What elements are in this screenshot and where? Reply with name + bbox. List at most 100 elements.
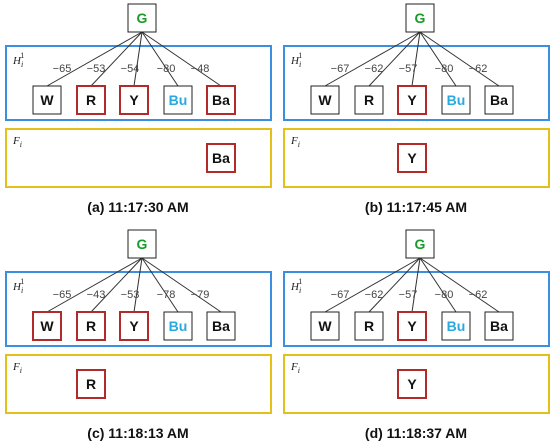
root-node bbox=[405, 229, 435, 259]
edge-r bbox=[368, 257, 421, 313]
root-node-label: G bbox=[415, 10, 426, 26]
h-superscript: 1 bbox=[20, 51, 24, 60]
edge-weight-label: −62 bbox=[469, 289, 488, 301]
h-set-box bbox=[5, 45, 272, 121]
f-set-box bbox=[283, 128, 550, 188]
node-label: W bbox=[318, 318, 332, 334]
node-w bbox=[310, 85, 340, 115]
edge-r bbox=[90, 31, 143, 87]
node-label: Y bbox=[407, 318, 417, 334]
root-node bbox=[405, 3, 435, 33]
node-label: Ba bbox=[212, 92, 230, 108]
node-r bbox=[354, 85, 384, 115]
edge-r bbox=[90, 257, 143, 313]
h-superscript: 1 bbox=[298, 51, 302, 60]
node-ba bbox=[484, 311, 514, 341]
node-w bbox=[32, 85, 62, 115]
f-symbol: F bbox=[12, 135, 20, 147]
node-bu bbox=[441, 85, 471, 115]
node-bu bbox=[163, 85, 193, 115]
h-subscript: i bbox=[21, 286, 23, 295]
f-set-label: Fi bbox=[12, 361, 22, 375]
node-ba bbox=[206, 311, 236, 341]
node-label: Bu bbox=[447, 318, 466, 334]
f-set-box bbox=[5, 128, 272, 188]
edge-bu bbox=[141, 31, 179, 87]
h-symbol: H bbox=[290, 55, 300, 67]
edge-ba bbox=[141, 257, 222, 313]
edge-bu bbox=[419, 31, 457, 87]
edge-w bbox=[46, 31, 143, 87]
edge-weight-label: −65 bbox=[53, 289, 72, 301]
node-label: Bu bbox=[169, 318, 188, 334]
edge-y bbox=[133, 257, 143, 313]
edge-weight-label: −62 bbox=[469, 63, 488, 75]
h-subscript: i bbox=[21, 60, 23, 69]
edge-y bbox=[411, 31, 421, 87]
edge-bu bbox=[419, 257, 457, 313]
f-subscript: i bbox=[298, 140, 300, 149]
h-symbol: H bbox=[290, 281, 300, 293]
f-selected-node bbox=[76, 369, 106, 399]
h-set-label: Hi1 bbox=[12, 277, 24, 295]
f-subscript: i bbox=[20, 140, 22, 149]
edge-y bbox=[411, 257, 421, 313]
edge-weight-label: −80 bbox=[435, 289, 454, 301]
edge-r bbox=[368, 31, 421, 87]
f-set-label: Fi bbox=[290, 135, 300, 149]
node-label: R bbox=[364, 318, 374, 334]
h-set-label: Hi1 bbox=[290, 277, 302, 295]
node-label: Y bbox=[129, 318, 139, 334]
node-ba bbox=[484, 85, 514, 115]
root-node-label: G bbox=[137, 10, 148, 26]
h-superscript: 1 bbox=[20, 277, 24, 286]
h-set-label: Hi1 bbox=[12, 51, 24, 69]
f-symbol: F bbox=[12, 361, 20, 373]
node-y bbox=[397, 311, 427, 341]
f-selected-node bbox=[397, 143, 427, 173]
root-node-label: G bbox=[137, 236, 148, 252]
node-bu bbox=[163, 311, 193, 341]
node-w bbox=[32, 311, 62, 341]
node-label: Ba bbox=[490, 318, 508, 334]
edge-ba bbox=[419, 257, 500, 313]
edge-ba bbox=[419, 31, 500, 87]
f-symbol: F bbox=[290, 135, 298, 147]
edge-weight-label: −57 bbox=[399, 63, 418, 75]
edge-weight-label: −48 bbox=[191, 63, 210, 75]
h-symbol: H bbox=[12, 281, 22, 293]
edge-weight-label: −57 bbox=[399, 289, 418, 301]
node-r bbox=[76, 311, 106, 341]
edge-weight-label: −43 bbox=[87, 289, 106, 301]
h-subscript: i bbox=[299, 60, 301, 69]
edge-weight-label: −67 bbox=[331, 63, 350, 75]
node-label: Y bbox=[129, 92, 139, 108]
f-subscript: i bbox=[298, 366, 300, 375]
h-set-box bbox=[283, 271, 550, 347]
f-selected-node-label: Ba bbox=[212, 150, 230, 166]
h-set-box bbox=[5, 271, 272, 347]
edge-ba bbox=[141, 31, 222, 87]
root-node-label: G bbox=[415, 236, 426, 252]
edge-w bbox=[324, 31, 421, 87]
f-set-box bbox=[5, 354, 272, 414]
f-set-label: Fi bbox=[12, 135, 22, 149]
node-w bbox=[310, 311, 340, 341]
f-selected-node bbox=[206, 143, 236, 173]
f-selected-node-label: Y bbox=[407, 376, 417, 392]
node-r bbox=[76, 85, 106, 115]
node-y bbox=[119, 311, 149, 341]
node-label: Y bbox=[407, 92, 417, 108]
edge-weight-label: −53 bbox=[87, 63, 106, 75]
edge-weight-label: −79 bbox=[191, 289, 210, 301]
edge-w bbox=[46, 257, 143, 313]
f-selected-node-label: Y bbox=[407, 150, 417, 166]
root-node bbox=[127, 3, 157, 33]
edge-weight-label: −62 bbox=[365, 289, 384, 301]
f-selected-node-label: R bbox=[86, 376, 96, 392]
edge-weight-label: −67 bbox=[331, 289, 350, 301]
node-y bbox=[397, 85, 427, 115]
panel-caption: (d) 11:18:37 AM bbox=[365, 425, 467, 441]
f-set-label: Fi bbox=[290, 361, 300, 375]
